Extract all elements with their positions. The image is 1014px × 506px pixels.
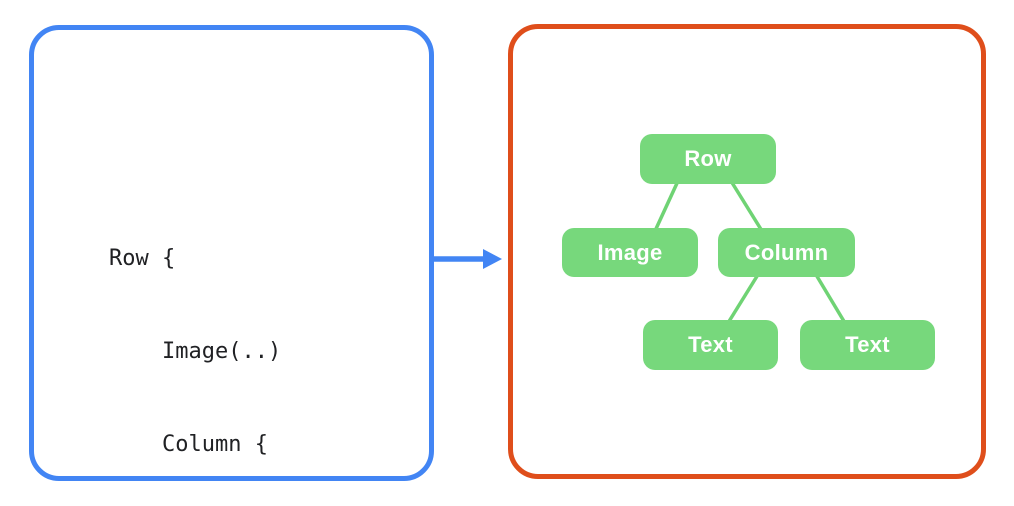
code-panel: Row { Image(..) Column { Text(..) Text(.… [29,25,434,481]
tree-panel: Row Image Column Text Text [508,24,986,479]
code-block: Row { Image(..) Column { Text(..) Text(.… [109,181,321,506]
code-line: Row { [109,246,176,271]
tree-node-row: Row [640,134,776,184]
tree-node-column: Column [718,228,855,277]
edge-row-image [653,180,680,232]
tree-node-text-1: Text [643,320,778,370]
arrow-right-icon [432,249,502,269]
edge-column-text2 [813,272,847,324]
edge-row-column [729,180,764,232]
tree-node-image: Image [562,228,698,277]
code-line: Image(..) [109,339,282,364]
arrow-head [483,249,502,269]
code-line: Column { [109,432,268,457]
tree-node-text-2: Text [800,320,935,370]
tree-edges [653,180,847,324]
edge-column-text1 [726,272,761,324]
